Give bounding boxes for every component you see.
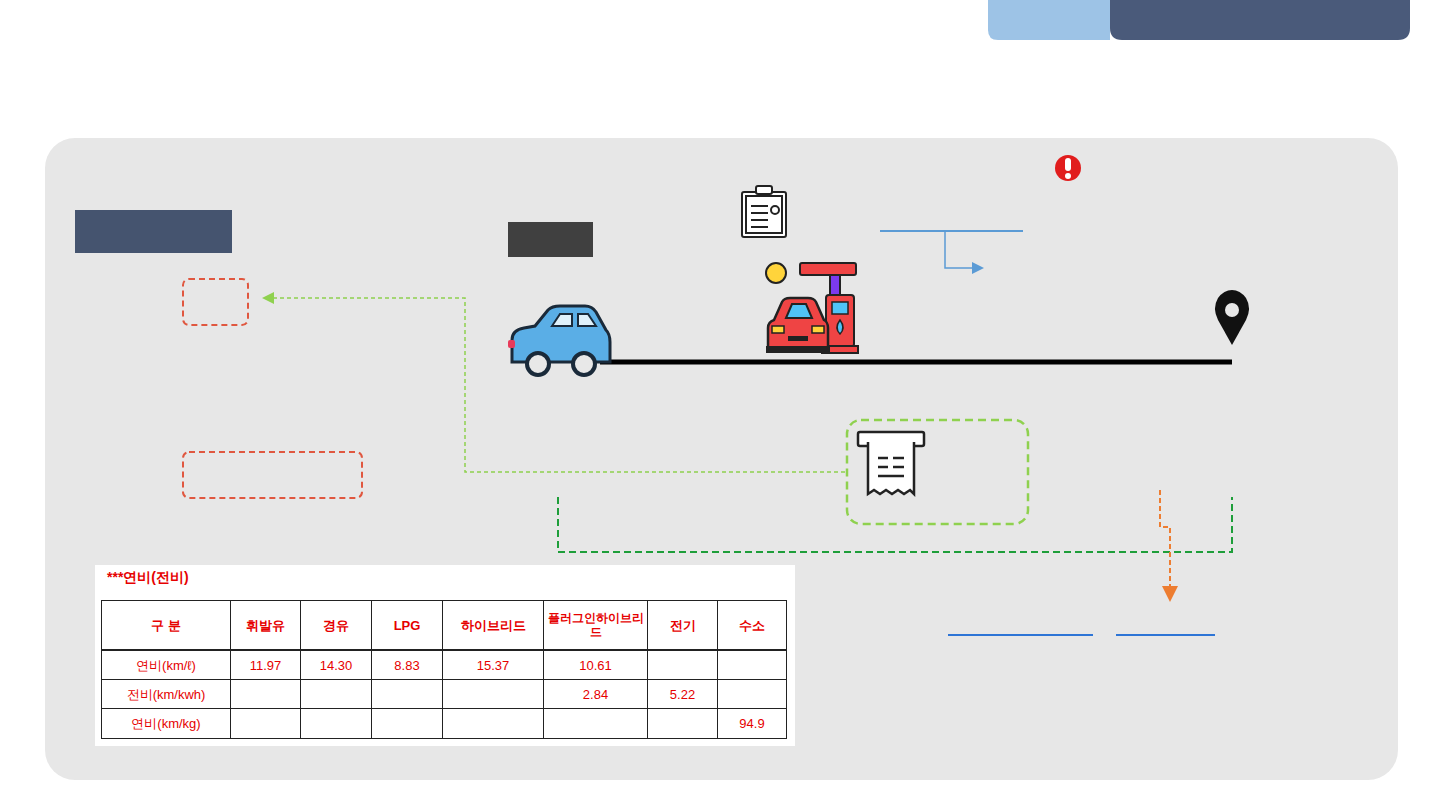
table-cell: 14.30 <box>300 650 372 680</box>
table-cell: 5.22 <box>647 679 718 709</box>
tab-light <box>988 0 1110 40</box>
table-header-cell: LPG <box>371 600 443 651</box>
table-header-cell: 플러그인하이브리드 <box>543 600 648 651</box>
table-cell <box>647 650 718 680</box>
table-header-cell: 구 분 <box>101 600 231 651</box>
table-cell: 11.97 <box>230 650 301 680</box>
table-cell <box>647 708 718 739</box>
table-cell <box>442 708 544 739</box>
table-header-cell: 하이브리드 <box>442 600 544 651</box>
tab-dark <box>1110 0 1410 40</box>
header-text: 플러그인하이브리드 <box>544 611 647 639</box>
table-cell <box>230 679 301 709</box>
label-bar <box>508 222 593 257</box>
car-icon <box>508 306 610 375</box>
table-header-cell: 전기 <box>647 600 718 651</box>
header-text: 경유 <box>323 618 349 633</box>
table-cell: 8.83 <box>371 650 443 680</box>
table-header-cell: 경유 <box>300 600 372 651</box>
leader-line <box>1160 490 1170 594</box>
table-cell <box>230 708 301 739</box>
cell-text: 10.61 <box>579 658 612 673</box>
table-cell: 연비(km/kg) <box>101 708 231 739</box>
location-pin <box>1215 290 1249 345</box>
road <box>600 360 1232 365</box>
cell-text: 8.83 <box>394 658 419 673</box>
cell-text: 5.22 <box>670 687 695 702</box>
cell-text: 2.84 <box>583 687 608 702</box>
dashed-box <box>847 420 1028 524</box>
header-text: 전기 <box>670 618 696 633</box>
underline <box>948 634 1093 636</box>
table-cell <box>717 650 787 680</box>
header-text: 휘발유 <box>246 618 285 633</box>
cell-text: 11.97 <box>250 658 282 673</box>
table-header-cell: 수소 <box>717 600 787 651</box>
callout-line <box>945 231 978 268</box>
cell-text: 전비(km/kwh) <box>127 687 206 702</box>
dashed-box <box>183 452 362 498</box>
callout-line <box>880 230 1023 232</box>
fuel-efficiency-table: ***연비(전비) 구 분 휘발유 경유 LPG 하이브리드 플러그인하이브리드 전기 수소연비… <box>95 565 795 746</box>
bracket <box>558 497 1232 552</box>
table-cell <box>717 679 787 709</box>
header-text: 하이브리드 <box>461 618 526 633</box>
alert-icon <box>1055 155 1081 181</box>
clipboard-icon <box>742 186 786 237</box>
table-cell <box>442 679 544 709</box>
receipt-icon <box>858 432 924 494</box>
cell-text: 15.37 <box>477 658 510 673</box>
table-cell <box>300 679 372 709</box>
header-text: LPG <box>394 618 421 633</box>
header-text: 수소 <box>739 618 765 633</box>
table-cell: 2.84 <box>543 679 648 709</box>
underline <box>1116 634 1215 636</box>
table-title: ***연비(전비) <box>107 569 189 587</box>
cell-text: 14.30 <box>320 658 353 673</box>
leader-line <box>268 298 845 472</box>
header-text: 구 분 <box>151 618 181 633</box>
table-cell: 전비(km/kwh) <box>101 679 231 709</box>
main-panel <box>45 138 1398 780</box>
table-cell <box>543 708 648 739</box>
table-cell: 15.37 <box>442 650 544 680</box>
cell-text: 94.9 <box>739 716 764 731</box>
table-cell <box>300 708 372 739</box>
heading-bar <box>75 210 232 253</box>
table-cell <box>371 708 443 739</box>
cell-text: 연비(km/kg) <box>131 716 200 731</box>
cell-text: 연비(km/ℓ) <box>136 658 196 673</box>
dashed-box <box>183 279 248 325</box>
table-cell: 94.9 <box>717 708 787 739</box>
table-cell <box>371 679 443 709</box>
table-cell: 연비(km/ℓ) <box>101 650 231 680</box>
table-cell: 10.61 <box>543 650 648 680</box>
gas-station-icon <box>766 263 858 353</box>
table-header-cell: 휘발유 <box>230 600 301 651</box>
